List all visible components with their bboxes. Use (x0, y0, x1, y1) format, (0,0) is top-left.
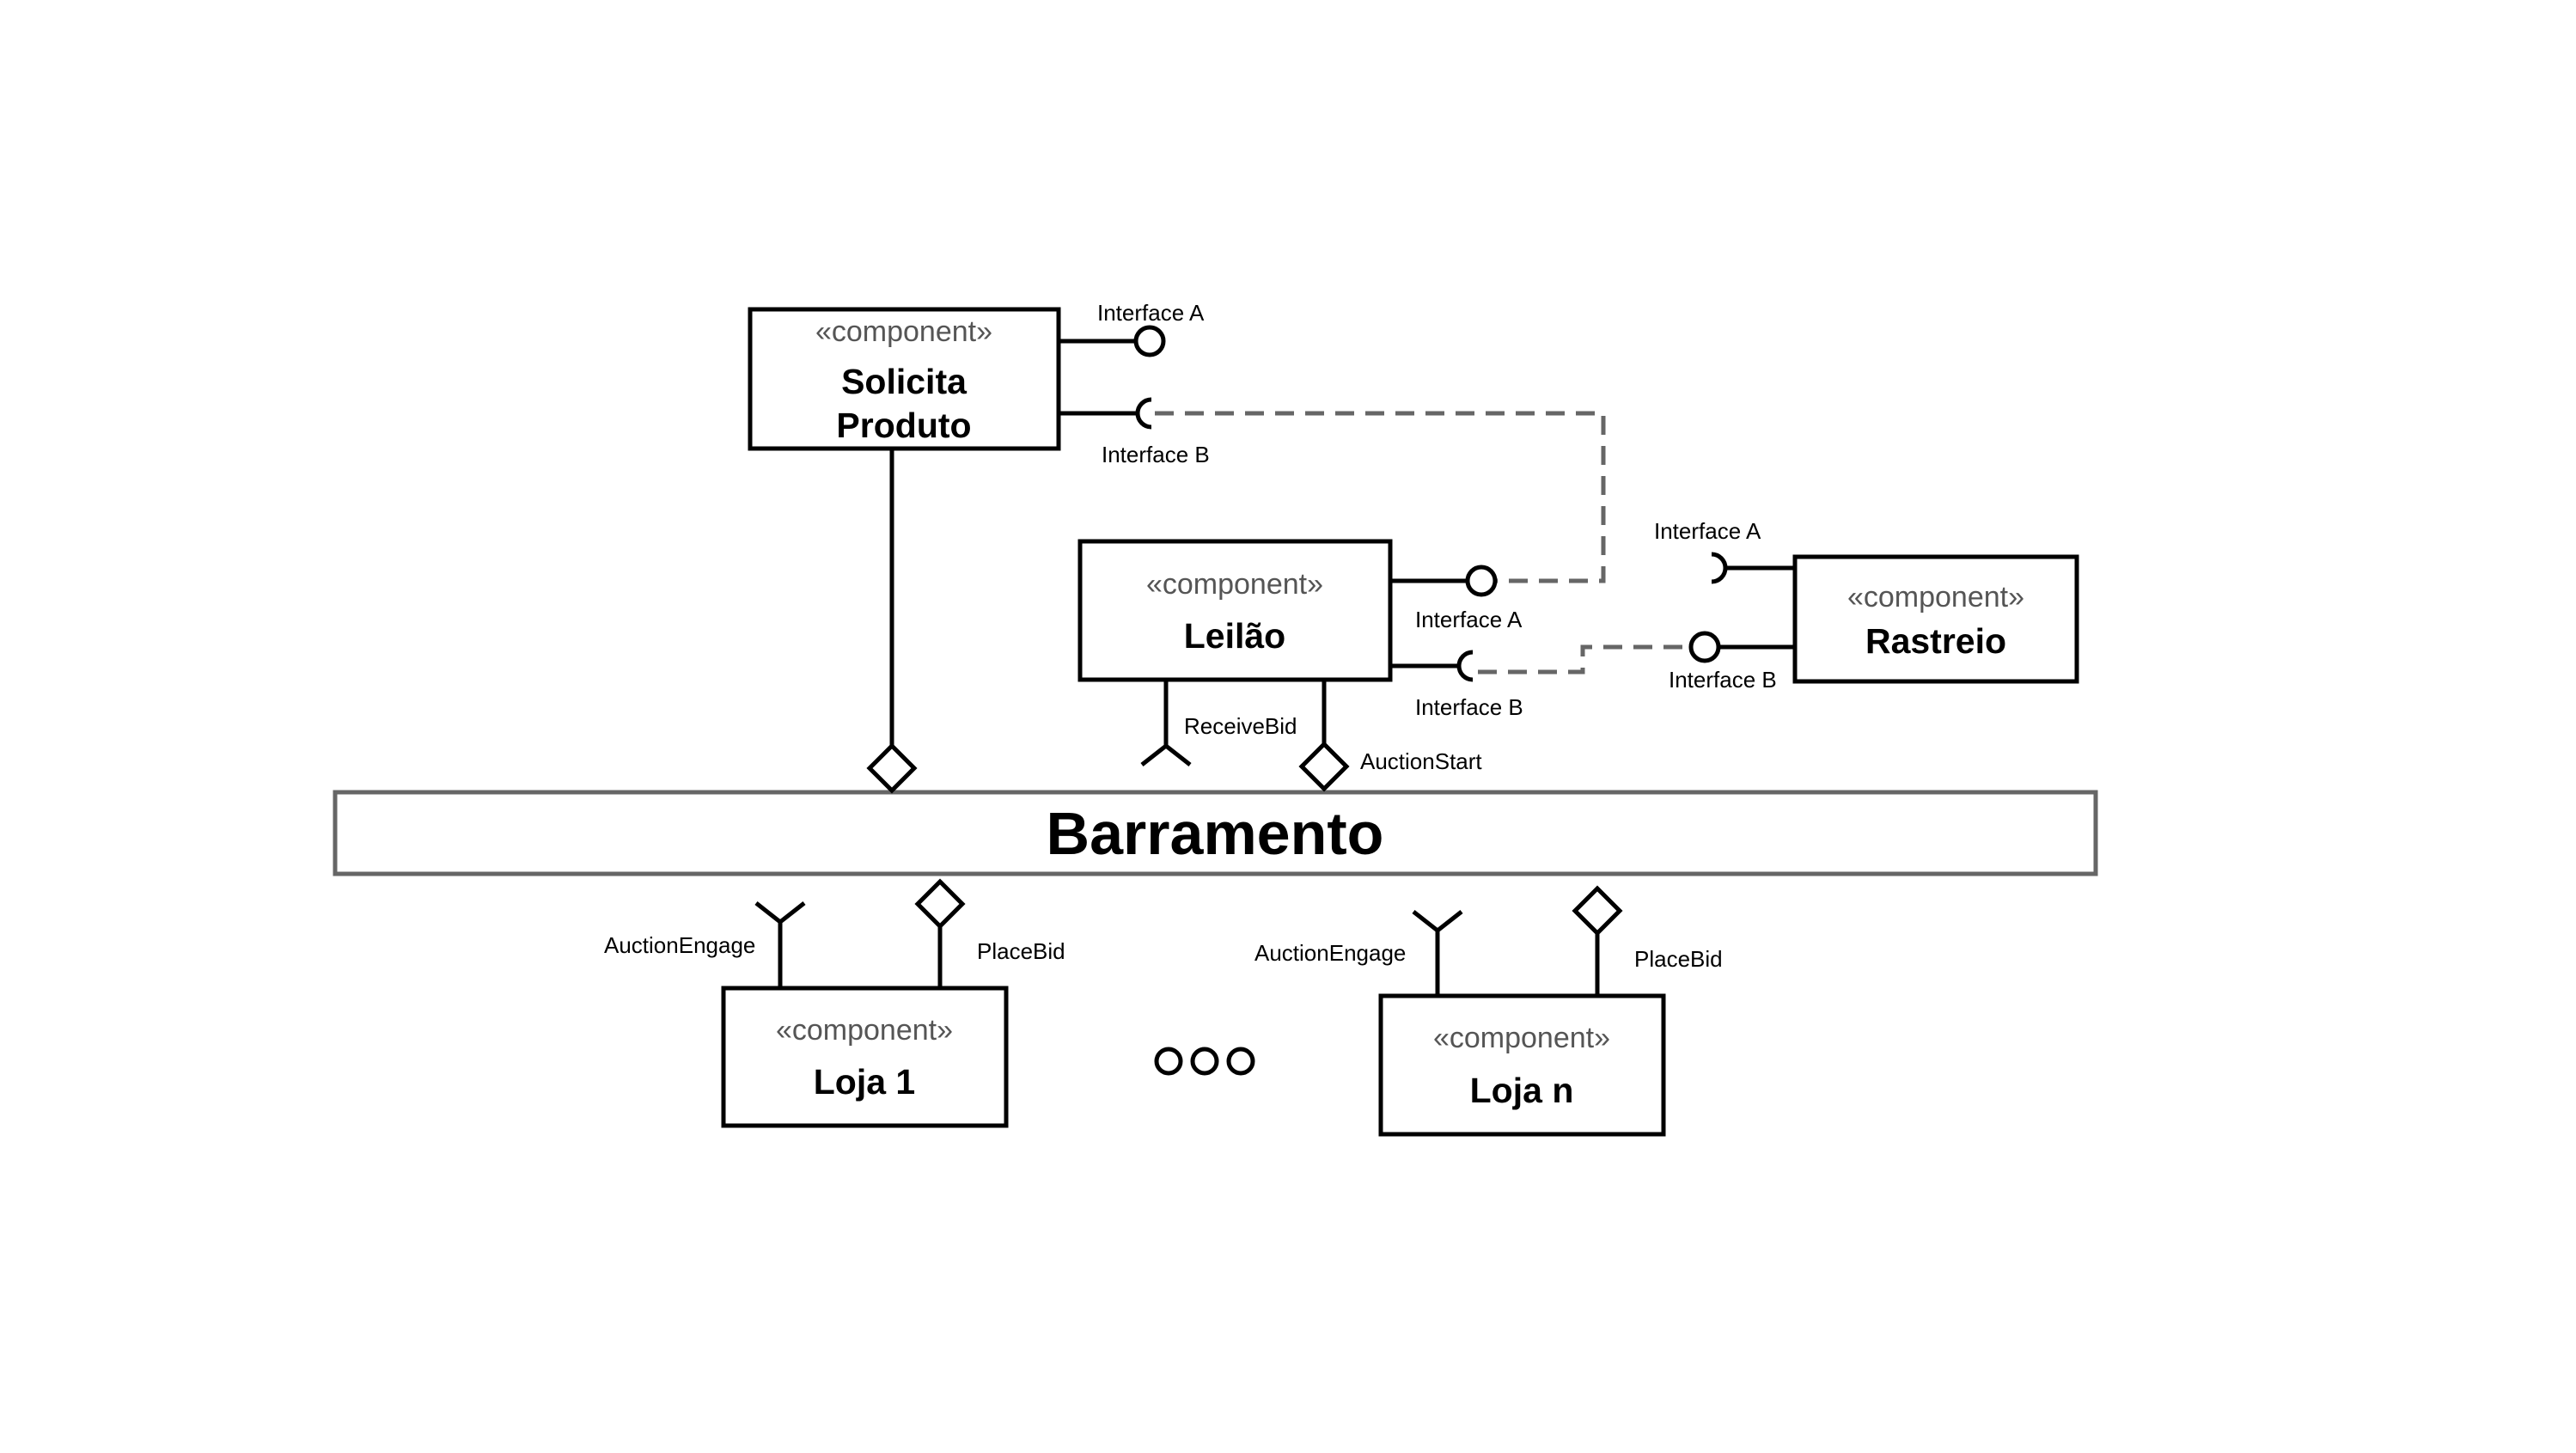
leilao-box (1077, 539, 1393, 682)
loja1-placebid-connector: PlaceBid (914, 878, 1065, 988)
lojan-placebid-diamond (1572, 885, 1623, 937)
loja1-name: Loja 1 (814, 1062, 915, 1102)
loja1-stereotype: «component» (776, 1014, 953, 1047)
solicita-interface-b-label: Interface B (1102, 442, 1210, 467)
loja1-auctionengage-fork (754, 901, 806, 925)
component-solicita-produto: «component» Solicita Produto (748, 307, 1061, 451)
auctionstart-label: AuctionStart (1360, 748, 1482, 774)
solicita-bus-diamond (866, 742, 918, 794)
lojan-auctionengage-fork (1412, 910, 1463, 934)
lojan-auctionengage-connector: AuctionEngage (1254, 910, 1463, 996)
loja1-placebid-diamond (914, 878, 966, 930)
lojan-auctionengage-label: AuctionEngage (1254, 940, 1406, 966)
loja1-auctionengage-connector: AuctionEngage (604, 901, 806, 988)
bus-box (333, 790, 2098, 876)
solicita-bus-connector (866, 449, 918, 794)
solicita-name-line2: Produto (836, 406, 971, 445)
rastreio-interface-a-socket: Interface A (1654, 518, 1795, 584)
component-loja-1: «component» Loja 1 (721, 986, 1009, 1128)
bus-label: Barramento (1047, 800, 1384, 867)
leilao-receivebid-connector: ReceiveBid (1140, 680, 1297, 766)
dashed-connector-leilao-rastreio (1478, 644, 1691, 675)
ellipsis-dot-1 (1154, 1047, 1183, 1076)
loja1-auctionengage-label: AuctionEngage (604, 932, 755, 958)
rastreio-interface-b-lollipop: Interface B (1669, 631, 1795, 693)
solicita-produto-box (748, 307, 1061, 451)
solicita-interface-a-label: Interface A (1097, 300, 1205, 326)
leilao-name: Leilão (1184, 616, 1285, 656)
component-leilao: «component» Leilão (1077, 539, 1393, 682)
rastreio-interface-a-socket-arc (1711, 552, 1728, 584)
component-loja-n: «component» Loja n (1378, 993, 1666, 1137)
lojan-box (1378, 993, 1666, 1137)
solicita-name-line1: Solicita (841, 362, 968, 401)
leilao-interface-b-socket-arc (1456, 650, 1474, 682)
ellipsis-more-stores (1154, 1047, 1255, 1076)
leilao-interface-a-lollipop: Interface A (1390, 565, 1523, 632)
leilao-stereotype: «component» (1146, 568, 1323, 601)
loja1-placebid-label: PlaceBid (977, 938, 1065, 964)
rastreio-interface-b-ball (1688, 631, 1721, 663)
leilao-auctionstart-connector: AuctionStart (1298, 680, 1482, 792)
rastreio-stereotype: «component» (1847, 581, 2024, 614)
component-rastreio: «component» Rastreio (1792, 554, 2079, 684)
lojan-placebid-connector: PlaceBid (1572, 885, 1723, 996)
lojan-stereotype: «component» (1433, 1022, 1610, 1054)
rastreio-interface-b-label: Interface B (1669, 667, 1777, 693)
solicita-interface-a-lollipop: Interface A (1059, 300, 1205, 357)
ellipsis-dot-2 (1190, 1047, 1219, 1076)
lojan-name: Loja n (1470, 1071, 1574, 1110)
solicita-interface-b-socket-arc (1135, 397, 1152, 430)
solicita-stereotype: «component» (815, 315, 992, 348)
loja1-box (721, 986, 1009, 1128)
leilao-interface-a-ball (1465, 565, 1498, 597)
auctionstart-diamond (1298, 741, 1350, 792)
solicita-interface-a-ball (1133, 325, 1166, 357)
ellipsis-dot-3 (1226, 1047, 1255, 1076)
receivebid-fork (1140, 742, 1192, 766)
rastreio-name: Rastreio (1865, 621, 2006, 661)
solicita-interface-b-socket: Interface B (1059, 397, 1210, 467)
rastreio-interface-a-label: Interface A (1654, 518, 1761, 544)
receivebid-label: ReceiveBid (1184, 713, 1297, 739)
dashed-connector-solicita-leilao (1155, 411, 1606, 583)
barramento-bus: Barramento (333, 790, 2098, 876)
leilao-interface-b-socket: Interface B (1390, 650, 1523, 720)
leilao-interface-a-label: Interface A (1415, 607, 1523, 632)
rastreio-box (1792, 554, 2079, 684)
lojan-placebid-label: PlaceBid (1634, 946, 1723, 972)
leilao-interface-b-label: Interface B (1415, 694, 1523, 720)
